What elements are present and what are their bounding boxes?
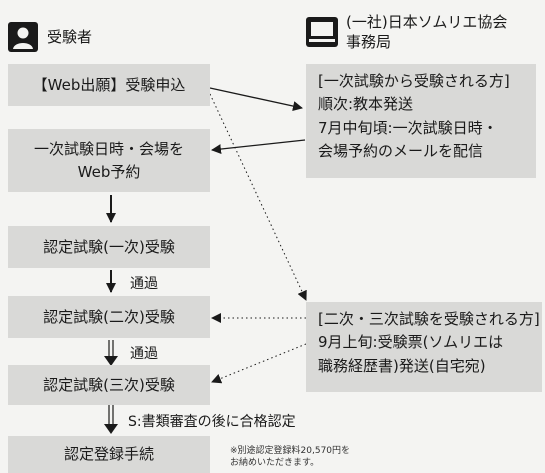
step-third-exam-box: 認定試験(三次)受験 <box>8 365 210 405</box>
step-reserve-label-line2: Web予約 <box>77 162 141 181</box>
fee-note-line2: お納めいただきます。 <box>230 458 320 469</box>
arrow-office2-to-third-dotted <box>211 343 307 384</box>
office-box1-line2: 順次:教本発送 <box>318 95 414 114</box>
office-box1-line3: 7月中旬頃:一次試験日時・ <box>318 118 498 137</box>
step-register-box: 認定登録手続 <box>8 436 210 473</box>
office-box-first-exam: [一次試験から受験される方] 順次:教本発送 7月中旬頃:一次試験日時・ 会場予… <box>306 64 536 178</box>
arrow-apply-to-office <box>209 87 303 111</box>
step-apply-label: 【Web出願】受験申込 <box>32 75 186 94</box>
step-second-exam-label: 認定試験(二次)受験 <box>43 307 175 326</box>
examinee-header: 受験者 <box>8 22 92 52</box>
step-second-exam-box: 認定試験(二次)受験 <box>8 296 210 338</box>
arrow-apply-to-office2-dotted <box>209 93 307 301</box>
pass-label-1: 通過 <box>130 276 158 292</box>
association-title-line1: (一社)日本ソムリエ協会 <box>346 13 508 31</box>
pass-label-2: 通過 <box>130 346 158 362</box>
step-third-exam-label: 認定試験(三次)受験 <box>43 375 175 394</box>
step-reserve-box: 一次試験日時・会場を Web予約 <box>8 129 210 192</box>
computer-icon <box>306 17 338 48</box>
step-reserve-label-line1: 一次試験日時・会場を <box>33 140 184 158</box>
certify-label: S:書類審査の後に合格認定 <box>128 414 296 430</box>
office-box1-line4: 会場予約のメールを配信 <box>318 141 484 160</box>
arrow-third-to-register <box>104 405 118 434</box>
examinee-title: 受験者 <box>47 27 93 46</box>
arrow-office-to-reserve <box>211 139 306 155</box>
arrow-second-to-third <box>104 340 118 366</box>
fee-note-line1: ※別途認定登録料20,570円を <box>230 446 351 456</box>
association-title-line2: 事務局 <box>346 33 392 52</box>
step-register-label: 認定登録手続 <box>63 445 154 464</box>
office-box-second-third-exam: [二次・三次試験を受験される方] 9月上旬:受験票(ソムリエは 職務経歴書)発送… <box>306 302 542 392</box>
office-box2-line3: 職務経歴書)発送(自宅宛) <box>318 356 486 375</box>
fee-note: ※別途認定登録料20,570円を お納めいただきます。 <box>230 445 350 469</box>
office-box2-line1: [二次・三次試験を受験される方] <box>318 310 540 328</box>
step-first-exam-box: 認定試験(一次)受験 <box>8 226 210 268</box>
office-box2-line2: 9月上旬:受験票(ソムリエは <box>318 333 504 352</box>
person-icon <box>8 22 38 52</box>
step-first-exam-label: 認定試験(一次)受験 <box>43 237 175 256</box>
association-header: (一社)日本ソムリエ協会 事務局 <box>306 12 507 53</box>
step-apply-box: 【Web出願】受験申込 <box>8 64 210 106</box>
office-box1-line1: [一次試験から受験される方] <box>318 72 510 90</box>
